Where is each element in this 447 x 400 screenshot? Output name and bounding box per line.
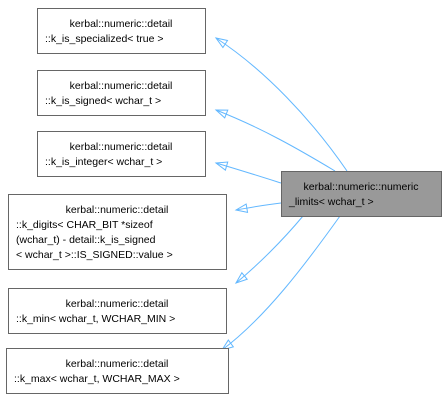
edge-numeric-limits-to-k-is-integer bbox=[214, 161, 282, 184]
edge-line bbox=[235, 215, 304, 284]
edge-numeric-limits-to-k-min bbox=[234, 215, 304, 284]
node-label-line: _limits< wchar_t > bbox=[288, 196, 374, 208]
node-label-line: kerbal::numeric::detail bbox=[70, 141, 173, 153]
node-k-max[interactable]: kerbal::numeric::detail::k_max< wchar_t,… bbox=[6, 348, 229, 394]
node-label-line: ::k_is_integer< wchar_t > bbox=[45, 156, 162, 168]
edge-line bbox=[215, 109, 336, 172]
node-box bbox=[281, 171, 442, 217]
node-numeric-limits: kerbal::numeric::numeric_limits< wchar_t… bbox=[281, 171, 442, 217]
node-label-line: kerbal::numeric::numeric bbox=[304, 181, 419, 193]
node-k-is-specialized[interactable]: kerbal::numeric::detail::k_is_specialize… bbox=[37, 8, 206, 54]
node-label-line: kerbal::numeric::detail bbox=[66, 358, 169, 370]
edges bbox=[214, 37, 348, 351]
node-label-line: kerbal::numeric::detail bbox=[66, 298, 169, 310]
node-label-line: kerbal::numeric::detail bbox=[70, 80, 173, 92]
node-label-line: < wchar_t >::IS_SIGNED::value > bbox=[16, 249, 173, 261]
node-label-line: ::k_max< wchar_t, WCHAR_MAX > bbox=[14, 373, 180, 385]
nodes: kerbal::numeric::detail::k_is_specialize… bbox=[6, 8, 442, 394]
node-box bbox=[8, 194, 227, 270]
node-label-line: ::k_min< wchar_t, WCHAR_MIN > bbox=[16, 313, 175, 325]
node-box bbox=[37, 131, 206, 177]
edge-numeric-limits-to-k-digits bbox=[234, 202, 282, 213]
edge-arrowhead bbox=[234, 271, 249, 284]
node-box bbox=[37, 70, 206, 116]
node-k-is-integer[interactable]: kerbal::numeric::detail::k_is_integer< w… bbox=[37, 131, 206, 177]
node-label-line: ::k_is_specialized< true > bbox=[45, 33, 163, 45]
edge-line bbox=[221, 215, 341, 351]
edge-numeric-limits-to-k-is-signed bbox=[214, 109, 336, 172]
node-box bbox=[8, 288, 227, 334]
edge-arrowhead bbox=[214, 161, 229, 171]
node-k-digits[interactable]: kerbal::numeric::detail::k_digits< CHAR_… bbox=[8, 194, 227, 270]
edge-line bbox=[235, 202, 282, 211]
edge-numeric-limits-to-k-is-specialized bbox=[214, 37, 348, 172]
edge-arrowhead bbox=[234, 203, 249, 213]
edge-numeric-limits-to-k-max bbox=[220, 215, 341, 351]
node-label-line: kerbal::numeric::detail bbox=[70, 18, 173, 30]
edge-arrowhead bbox=[214, 37, 229, 49]
node-label-line: ::k_is_signed< wchar_t > bbox=[45, 95, 161, 107]
edge-line bbox=[215, 162, 282, 184]
node-label-line: kerbal::numeric::detail bbox=[66, 204, 169, 216]
node-label-line: ::k_digits< CHAR_BIT *sizeof bbox=[16, 219, 153, 231]
node-box bbox=[37, 8, 206, 54]
node-box bbox=[6, 348, 229, 394]
node-k-is-signed[interactable]: kerbal::numeric::detail::k_is_signed< wc… bbox=[37, 70, 206, 116]
edge-line bbox=[215, 37, 348, 172]
node-label-line: (wchar_t) - detail::k_is_signed bbox=[16, 234, 156, 246]
edge-arrowhead bbox=[214, 109, 229, 119]
node-k-min[interactable]: kerbal::numeric::detail::k_min< wchar_t,… bbox=[8, 288, 227, 334]
